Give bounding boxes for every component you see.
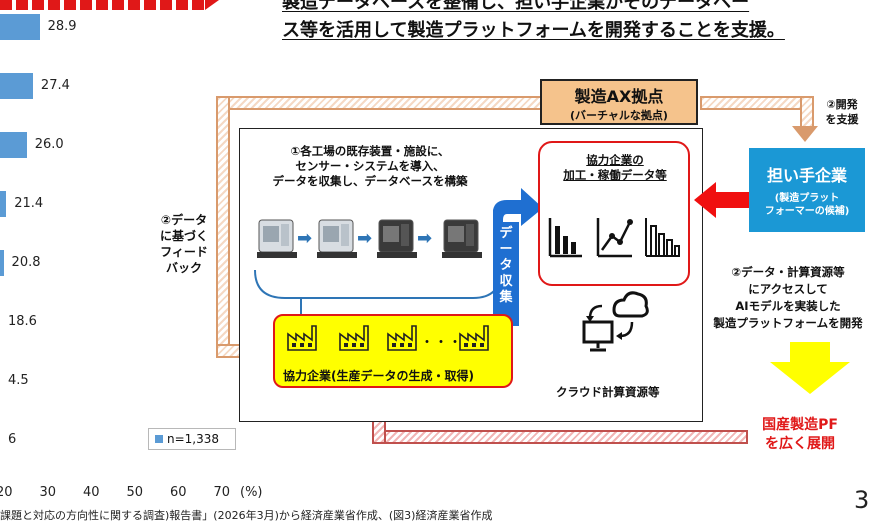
chart-bar <box>0 73 33 99</box>
header-line-2: ス等を活用して製造プラットフォームを開発することを支援。 <box>282 20 785 41</box>
bracket-lines <box>254 269 502 318</box>
support-arrow-vertical <box>800 96 814 130</box>
flow-arrow-icon: ➡ <box>417 228 433 249</box>
x-tick-label: 70 <box>213 485 231 500</box>
partner-data-box <box>538 141 690 286</box>
data-collect-label: データ収集 <box>499 226 513 305</box>
data-charts-icon <box>548 218 680 258</box>
flow-arrow-icon: ➡ <box>297 228 313 249</box>
banner-arrow-icon <box>205 0 219 10</box>
legend-label: n=1,338 <box>167 432 220 446</box>
bar-value-label: 27.4 <box>40 78 70 93</box>
bar-value-label: 21.4 <box>14 196 44 211</box>
bar-value-label: 20.8 <box>11 255 41 270</box>
factory-icon <box>459 325 489 351</box>
data-collect-column <box>493 222 519 326</box>
ax-hub-label: 製造AX拠点 (バーチャルな拠点) <box>540 79 698 125</box>
data-collect-arrow-icon <box>493 188 543 226</box>
feedback-arrow-vertical <box>216 96 230 358</box>
support-arrow-horizontal <box>700 96 814 110</box>
cloud-label: クラウド計算資源等 <box>556 385 660 399</box>
machine-icon <box>442 219 482 258</box>
factory-icon <box>387 325 417 351</box>
bar-value-label: 26.0 <box>34 137 64 152</box>
x-tick-label: 20 <box>0 485 13 500</box>
tenant-company-box: 担い手企業 (製造プラットフォーマーの候補) <box>749 148 865 232</box>
page-number: 3 <box>854 486 870 514</box>
bar-value-label: 4.5 <box>8 373 29 388</box>
access-arrow-icon <box>694 182 750 218</box>
return-arrow-horizontal <box>372 430 748 444</box>
header-line-1: 製造データベースを整備し、担い手企業がそのデータベー <box>282 0 750 13</box>
dev-support-label: ②開発を支援 <box>825 98 859 126</box>
bar-value-label: 28.9 <box>47 19 77 34</box>
feedback-label: ②データに基づく フィードバック <box>159 213 208 275</box>
factory-icon <box>339 325 369 351</box>
x-tick-label: 40 <box>83 485 100 500</box>
factory-dots: ・・・ <box>420 335 462 351</box>
tenant-access-text: ②データ・計算資源等にアクセスして AIモデルを実装した製造プラットフォームを開… <box>713 265 863 330</box>
cloud-computer-icon <box>582 291 649 352</box>
x-tick-label: 60 <box>170 485 187 500</box>
deploy-arrow-icon <box>770 342 850 394</box>
chart-bar <box>0 191 7 217</box>
partner-production-label: 協力企業(生産データの生成・取得) <box>283 369 474 383</box>
x-tick-label: 50 <box>126 485 144 500</box>
chart-bar <box>0 132 27 158</box>
machine-icon <box>317 219 357 258</box>
feedback-arrow-top <box>216 96 544 110</box>
flow-arrow-icon: ➡ <box>357 228 373 249</box>
axis-unit: (%) <box>240 485 263 500</box>
bar-value-label: 6 <box>8 432 17 447</box>
bar-value-label: 18.6 <box>8 314 37 329</box>
x-tick-label: 30 <box>39 485 57 500</box>
chart-bar <box>0 14 40 40</box>
banner-edge <box>0 0 205 10</box>
machine-icon <box>377 219 417 258</box>
step1-text: ①各工場の既存装置・施設に、センサー・システムを導入、データを収集し、データベー… <box>272 144 468 188</box>
support-arrowhead-icon <box>792 126 818 142</box>
source-note: 課題と対応の方向性に関する調査)報告書」(2026年3月)から経済産業省作成、(… <box>0 509 493 522</box>
partner-data-label: 協力企業の 加工・稼働データ等 <box>563 153 667 182</box>
legend-swatch <box>155 435 163 443</box>
factory-icon <box>287 325 317 351</box>
machine-icon <box>257 219 297 258</box>
chart-bar <box>0 250 4 276</box>
chart-legend: n=1,338 <box>148 428 236 450</box>
